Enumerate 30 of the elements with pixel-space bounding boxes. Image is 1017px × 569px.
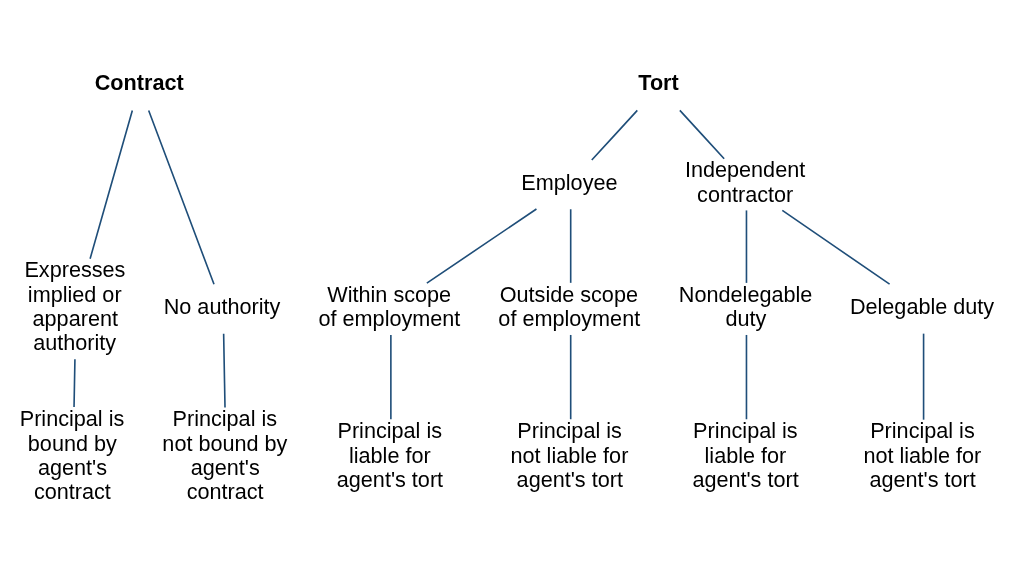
- connector: [147, 109, 215, 286]
- node-text: Principal is liable for agent's tort: [692, 418, 799, 493]
- connector: [745, 334, 748, 421]
- node-text: Outside scope of employment: [498, 281, 641, 332]
- connector: [590, 109, 639, 161]
- node-text: No authority: [163, 293, 281, 319]
- connector: [390, 334, 392, 421]
- node-text: Principal is not liable for agent's tort: [863, 418, 982, 493]
- connector: [89, 109, 134, 260]
- connector: [73, 358, 76, 408]
- connector: [426, 208, 538, 284]
- node-text: Within scope of employment: [318, 281, 461, 332]
- node-text: Tort: [638, 69, 679, 95]
- node-text: Employee: [521, 169, 618, 195]
- connector: [922, 332, 925, 421]
- node-text: Principal is liable for agent's tort: [336, 418, 444, 493]
- node-text: Principal is not liable for agent's tort: [510, 418, 629, 493]
- node-text: Expresses implied or apparent authority: [24, 257, 126, 356]
- node-text: Contract: [94, 69, 184, 95]
- connector: [679, 109, 725, 160]
- node-text: Delegable duty: [849, 293, 995, 319]
- connector: [569, 334, 572, 421]
- connector: [222, 332, 226, 409]
- connector: [569, 208, 572, 284]
- node-text: Nondelegable duty: [678, 281, 813, 332]
- node-text: Principal is bound by agent's contract: [19, 406, 125, 505]
- node-text: Principal is not bound by agent's contract: [162, 406, 288, 505]
- connector: [745, 209, 748, 284]
- connector: [781, 209, 891, 285]
- node-text: Independent contractor: [684, 157, 806, 207]
